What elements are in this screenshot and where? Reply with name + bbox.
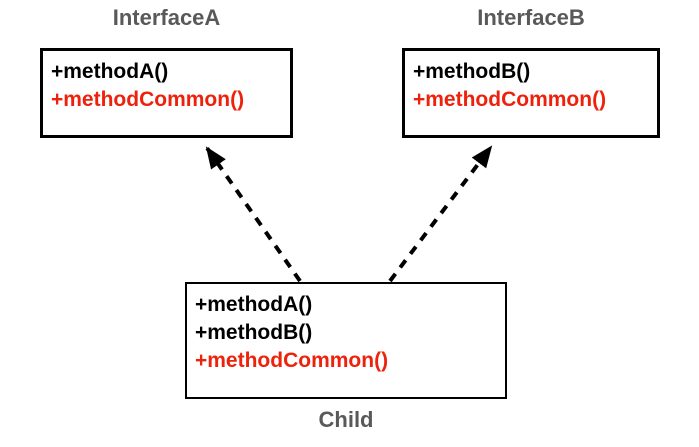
child-title: Child	[318, 407, 374, 432]
interface-a-title: InterfaceA	[112, 5, 221, 30]
method-label: +methodB()	[413, 60, 531, 83]
method-label: +methodCommon()	[51, 88, 245, 111]
implements-arrow-interface-b	[388, 145, 493, 283]
interface-a-box: +methodA() +methodCommon()	[40, 48, 293, 138]
implements-arrow-interface-a	[205, 146, 302, 283]
child-box: +methodA() +methodB() +methodCommon()	[185, 282, 507, 399]
method-label: +methodCommon()	[413, 88, 607, 111]
method-label: +methodB()	[195, 321, 313, 344]
method-label: +methodCommon()	[195, 349, 389, 372]
interface-b-box: +methodB() +methodCommon()	[402, 48, 660, 138]
method-label: +methodA()	[51, 60, 169, 83]
method-label: +methodA()	[195, 293, 313, 316]
interface-b-title: InterfaceB	[477, 5, 585, 30]
